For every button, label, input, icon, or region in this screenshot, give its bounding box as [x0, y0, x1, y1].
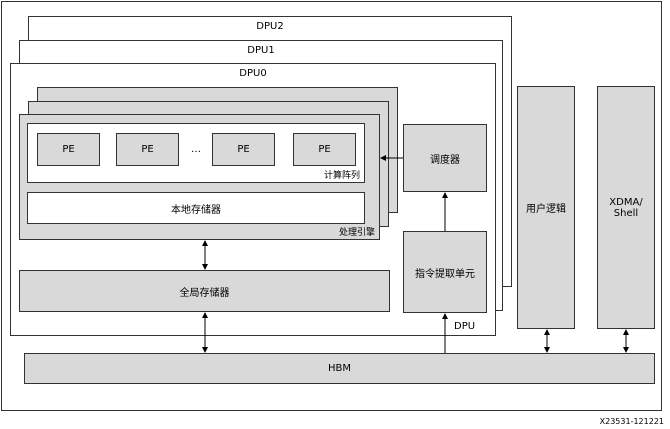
instruction-fetch-unit: 指令提取单元 — [403, 231, 487, 313]
dpu0-title: DPU0 — [239, 68, 267, 79]
dpu-label: DPU — [454, 321, 476, 332]
pe-block: PE — [116, 133, 179, 166]
pe-block: PE — [293, 133, 356, 166]
global-memory: 全局存储器 — [19, 270, 390, 312]
dpu2-title: DPU2 — [256, 21, 284, 32]
local-memory: 本地存储器 — [27, 192, 365, 224]
processing-engine-label: 处理引擎 — [338, 228, 375, 238]
figure-id: X23531-121221 — [599, 417, 664, 426]
dpu1-title: DPU1 — [247, 45, 275, 56]
scheduler: 调度器 — [403, 124, 487, 192]
compute-array-label: 计算阵列 — [323, 171, 360, 181]
xdma-shell: XDMA/ Shell — [597, 86, 655, 329]
user-logic: 用户逻辑 — [517, 86, 575, 329]
pe-block: PE — [37, 133, 100, 166]
hbm: HBM — [24, 353, 655, 384]
pe-ellipsis: … — [191, 144, 201, 155]
pe-block: PE — [212, 133, 275, 166]
